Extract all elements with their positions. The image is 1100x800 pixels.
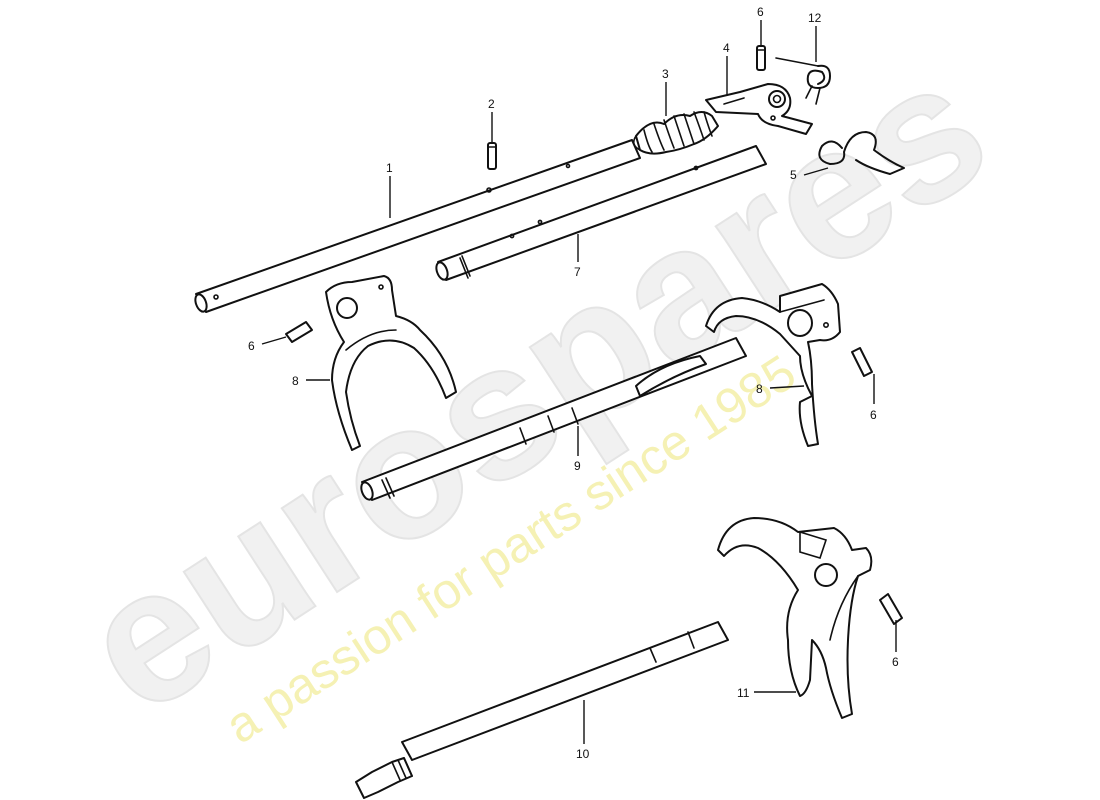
watermark-logo: eurospares xyxy=(47,19,1022,755)
callout-8-left: 8 xyxy=(292,374,299,388)
callout-11: 11 xyxy=(737,686,750,700)
callout-6-left: 6 xyxy=(248,339,255,353)
part-9-shift-rod xyxy=(360,337,747,501)
part-6-pin-left xyxy=(285,321,313,343)
part-1-shift-rod xyxy=(194,139,641,313)
part-3-spring xyxy=(632,111,719,155)
callout-6-bottom: 6 xyxy=(892,655,899,669)
leader-lines xyxy=(261,20,897,744)
part-6-pin-bottom xyxy=(879,593,903,625)
watermark: eurospares a passion for parts since 198… xyxy=(46,18,1023,756)
callout-2: 2 xyxy=(488,97,495,111)
callout-6-top: 6 xyxy=(757,5,764,19)
part-5-spring-clip xyxy=(818,131,905,175)
callouts: 1 2 3 4 6 12 5 7 6 8 8 6 9 6 11 10 xyxy=(248,5,899,761)
callout-3: 3 xyxy=(662,67,669,81)
callout-12: 12 xyxy=(808,11,822,25)
part-8-shift-fork-right xyxy=(705,283,841,447)
part-6-pin-right xyxy=(851,347,873,377)
part-4-lever xyxy=(705,83,813,135)
part-7-shift-rod xyxy=(435,145,767,281)
callout-5: 5 xyxy=(790,168,797,182)
part-12-torsion-spring xyxy=(775,57,831,105)
part-2-pin xyxy=(487,142,497,170)
callout-8-right: 8 xyxy=(756,382,763,396)
callout-7: 7 xyxy=(574,265,581,279)
part-10-shift-rod xyxy=(355,621,729,799)
callout-10: 10 xyxy=(576,747,590,761)
callout-1: 1 xyxy=(386,161,393,175)
part-6-pin-top xyxy=(756,45,766,71)
part-8-shift-fork-left xyxy=(325,275,457,451)
callout-4: 4 xyxy=(723,41,730,55)
part-11-shift-fork xyxy=(717,517,873,719)
callout-9: 9 xyxy=(574,459,581,473)
callout-6-right: 6 xyxy=(870,408,877,422)
